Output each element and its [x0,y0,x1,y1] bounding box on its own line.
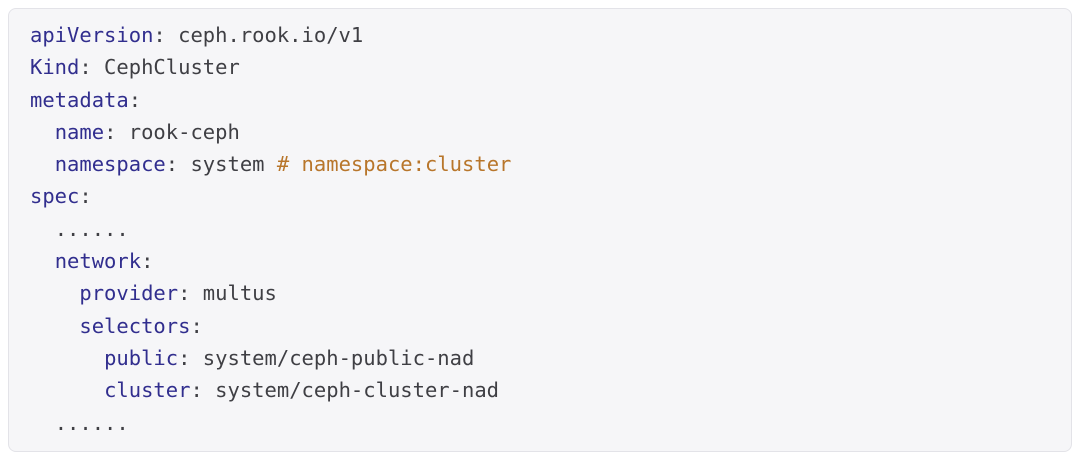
yaml-value: : multus [178,281,277,306]
yaml-key: selectors [79,313,191,338]
code-body: apiVersion: ceph.rook.io/v1 Kind: CephCl… [9,9,1071,449]
yaml-key: public [104,345,179,370]
yaml-key: provider [79,281,179,306]
yaml-key: network [54,249,142,274]
code-line: metadata: [30,84,1053,116]
yaml-value: : rook-ceph [104,119,240,144]
code-line: cluster: system/ceph-cluster-nad [30,374,1053,406]
yaml-key: namespace [54,152,166,177]
code-line: network: [30,245,1053,277]
code-line: apiVersion: ceph.rook.io/v1 [30,19,1053,51]
yaml-value: : [190,313,203,338]
indent [30,378,104,402]
code-line: namespace: system # namespace:cluster [30,148,1053,180]
yaml-value: ...... [54,410,129,435]
indent [30,346,104,370]
code-line: name: rook-ceph [30,116,1053,148]
yaml-value: : CephCluster [79,55,240,80]
code-line: ...... [30,407,1053,439]
code-line: Kind: CephCluster [30,51,1053,83]
code-line: public: system/ceph-public-nad [30,342,1053,374]
yaml-value: : [79,184,92,209]
yaml-value: : ceph.rook.io/v1 [153,23,364,47]
indent [30,411,55,435]
yaml-code-block: apiVersion: ceph.rook.io/v1 Kind: CephCl… [8,8,1072,452]
yaml-key: metadata [30,87,129,112]
yaml-value: : [141,249,154,274]
code-line: provider: multus [30,277,1053,309]
code-line: ...... [30,213,1053,245]
code-line: selectors: [30,310,1053,342]
yaml-comment: # namespace:cluster [276,152,512,177]
indent [30,281,79,305]
indent [30,249,55,273]
indent [30,314,79,338]
indent [30,217,55,241]
yaml-value: : system [165,152,277,177]
yaml-key: Kind [30,55,80,80]
yaml-value: : [128,87,142,112]
yaml-value: : system/ceph-cluster-nad [190,378,500,403]
yaml-value: ...... [54,216,129,241]
yaml-value: : system/ceph-public-nad [178,345,475,370]
indent [30,152,55,176]
yaml-key: cluster [104,378,191,403]
yaml-key: spec [30,184,80,209]
yaml-key: apiVersion [30,23,154,47]
yaml-key: name [54,119,105,144]
code-line: spec: [30,180,1053,212]
indent [30,120,55,144]
